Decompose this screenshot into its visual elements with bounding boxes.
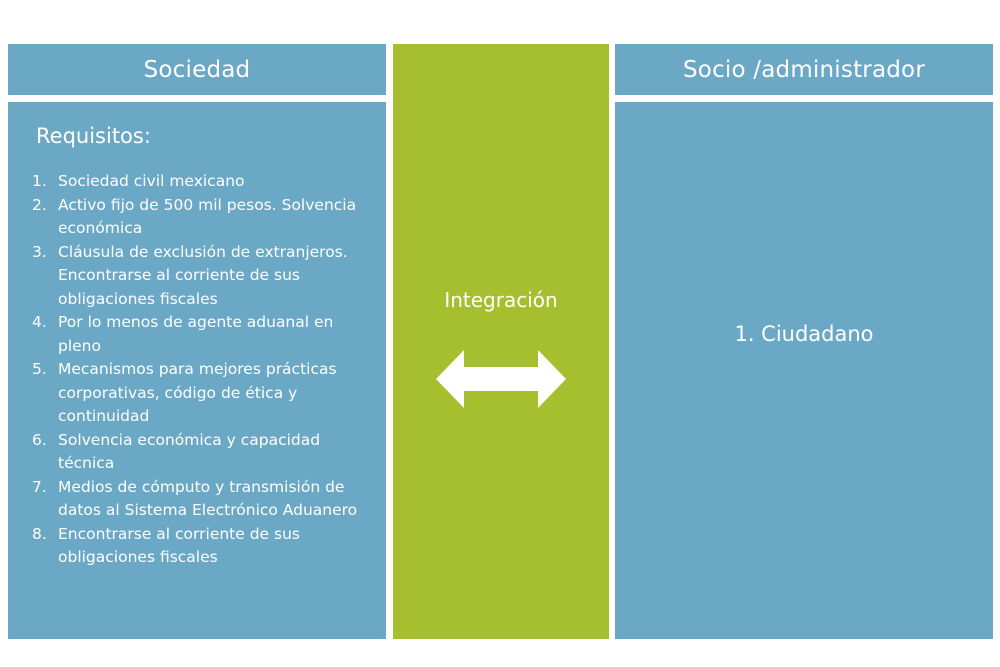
socio-administrador-header: Socio /administrador (615, 44, 993, 95)
item-number: 7. (32, 477, 47, 496)
list-item: 7. Medios de cómputo y transmisión de dat… (32, 476, 372, 523)
list-item: 2. Activo fijo de 500 mil pesos. Solvenci… (32, 194, 372, 241)
list-item: 3. Cláusula de exclusión de extranjeros. … (32, 241, 372, 312)
sociedad-requirements-panel: Requisitos: 1. Sociedad civil mexicano 2.… (8, 102, 386, 639)
requirements-list: 1. Sociedad civil mexicano 2. Activo fijo … (32, 170, 372, 570)
item-number: 1. (32, 172, 47, 190)
item-text: Sociedad civil mexicano (58, 172, 245, 190)
item-number: 3. (32, 242, 47, 261)
item-number: 4. (32, 313, 47, 331)
item-number: 2. (32, 195, 47, 214)
list-item: 5. Mecanismos para mejores prácticas corp… (32, 358, 372, 429)
ciudadano-item: 1. Ciudadano (734, 322, 874, 346)
integration-column: Integración (393, 44, 609, 639)
item-text: Medios de cómputo y transmisión de datos… (58, 477, 358, 520)
item-number: 5. (32, 360, 47, 378)
item-text: Mecanismos para mejores prácticas corpor… (58, 360, 337, 425)
sociedad-header-label: Sociedad (143, 56, 251, 83)
item-text: Por lo menos de agente aduanal en pleno (58, 313, 334, 355)
item-number: 6. (32, 430, 47, 449)
list-item: 8. Encontrarse al corriente de sus obliga… (32, 523, 372, 570)
sociedad-header: Sociedad (8, 44, 386, 95)
integration-label: Integración (444, 288, 558, 312)
item-text: Activo fijo de 500 mil pesos. Solvencia … (58, 195, 357, 238)
item-text: Solvencia económica y capacidad técnica (58, 430, 321, 473)
list-item: 1. Sociedad civil mexicano (32, 170, 372, 194)
double-arrow-icon (436, 350, 566, 408)
list-item: 4. Por lo menos de agente aduanal en plen… (32, 311, 372, 358)
item-number: 8. (32, 524, 47, 543)
item-text: Cláusula de exclusión de extranjeros. En… (58, 242, 348, 308)
requirements-heading: Requisitos: (36, 124, 151, 148)
item-text: Encontrarse al corriente de sus obligaci… (58, 524, 300, 567)
socio-administrador-header-label: Socio /administrador (683, 56, 925, 83)
socio-administrador-panel: 1. Ciudadano (615, 102, 993, 639)
list-item: 6. Solvencia económica y capacidad técnic… (32, 429, 372, 476)
